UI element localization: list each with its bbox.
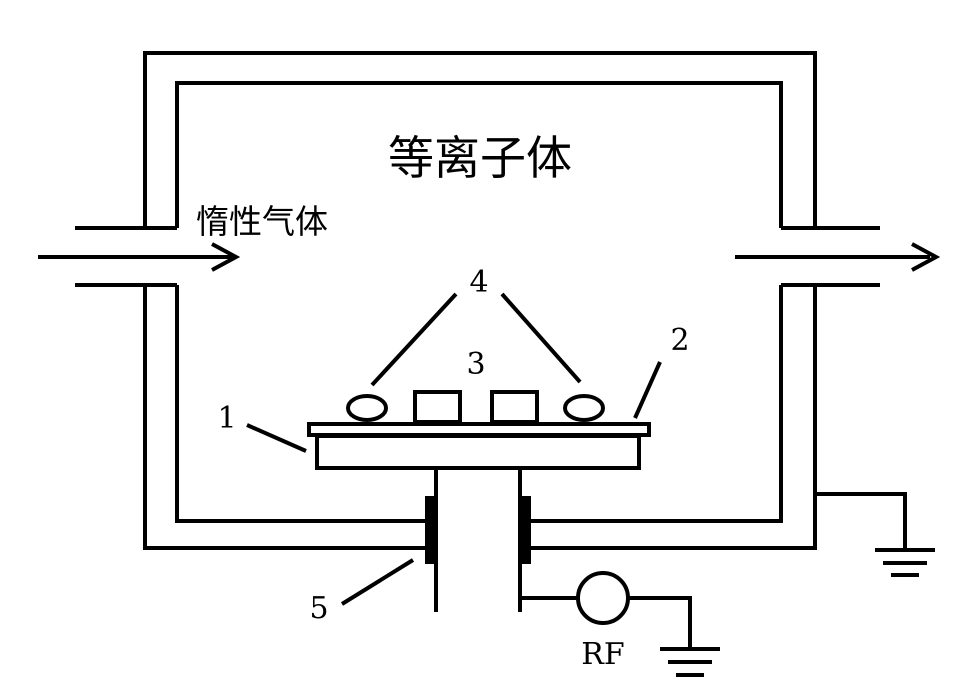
callout-4: 4 xyxy=(469,265,488,300)
leader-line-5 xyxy=(340,558,415,606)
chamber-inner-wall xyxy=(175,81,783,523)
sample-square-left xyxy=(413,390,462,424)
callout-2: 2 xyxy=(670,323,689,358)
sample-round-left xyxy=(346,394,388,422)
insulator-left xyxy=(425,496,436,564)
rf-source-symbol xyxy=(576,571,630,625)
rf-ground-icon xyxy=(660,647,720,677)
leader-line-2 xyxy=(633,361,662,419)
sample-round-right xyxy=(563,394,605,422)
rf-wire-out xyxy=(628,596,692,648)
callout-3: 3 xyxy=(466,347,485,382)
inlet-flow-arrowhead xyxy=(211,242,241,272)
electrode-stage xyxy=(315,434,641,470)
inert-gas-label: 惰性气体 xyxy=(196,202,328,241)
leader-line-4-right xyxy=(500,292,582,384)
leader-line-1 xyxy=(246,423,307,453)
leader-line-4-left xyxy=(370,292,458,387)
chamber-outer-wall xyxy=(143,51,817,550)
plasma-label: 等离子体 xyxy=(388,131,572,185)
insulator-right xyxy=(520,496,531,564)
callout-5: 5 xyxy=(309,591,328,626)
rf-label: RF xyxy=(581,637,624,672)
outlet-flow-arrowhead xyxy=(911,242,941,272)
substrate-plate xyxy=(307,422,651,437)
chamber-ground-wire xyxy=(815,492,907,548)
callout-1: 1 xyxy=(217,401,236,436)
sample-square-right xyxy=(490,390,539,424)
chamber-ground-icon xyxy=(875,548,935,577)
